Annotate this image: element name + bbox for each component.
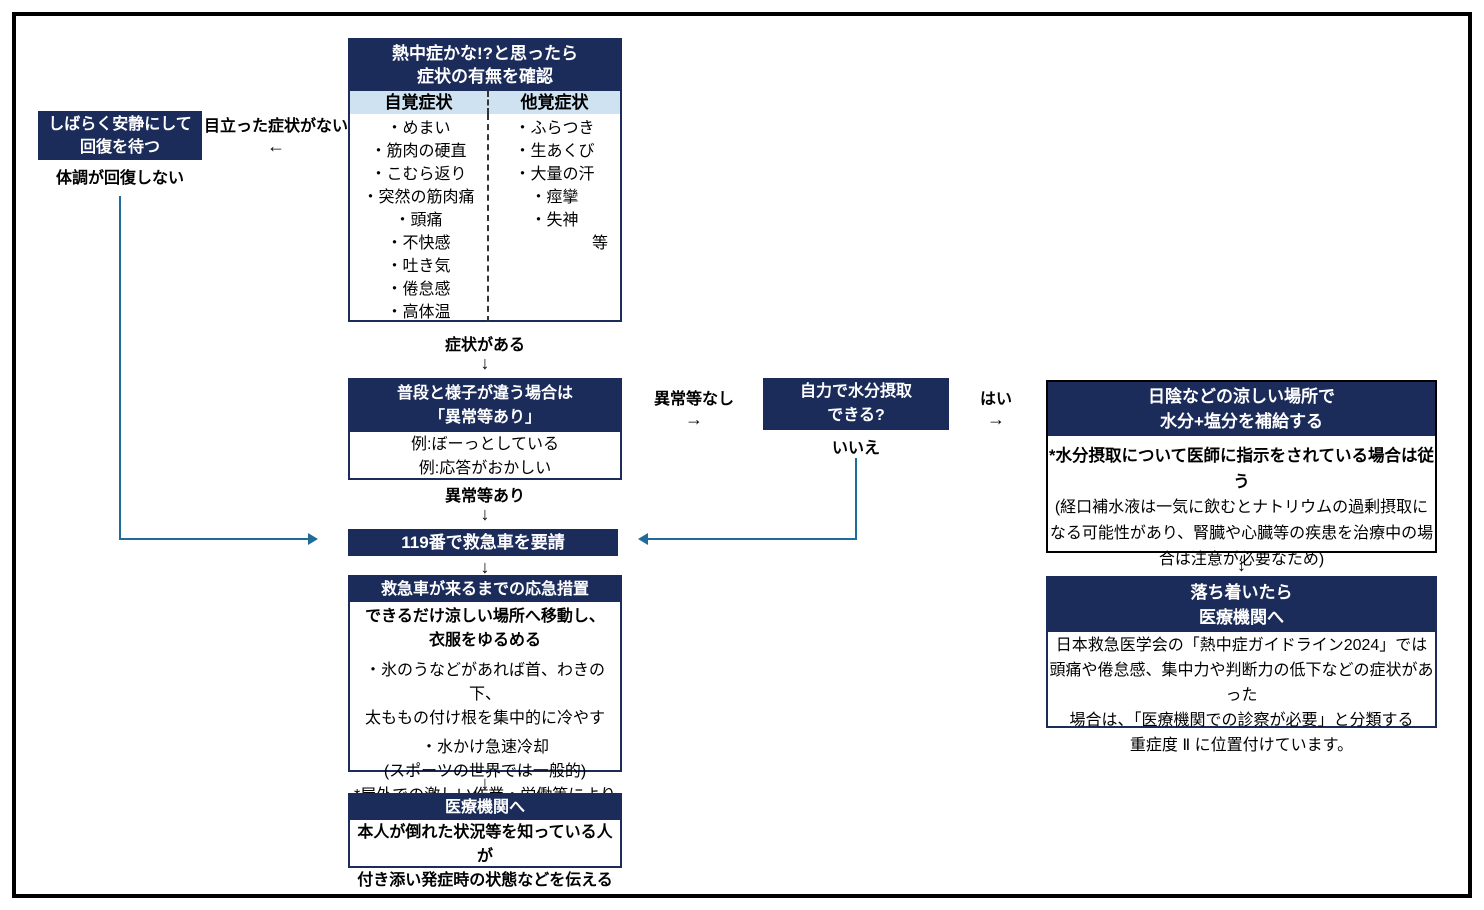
cool-place-body: *水分摂取について医師に指示をされている場合は従う (経口補水液は一気に飲むとナ… xyxy=(1048,436,1435,573)
flow-line-no-vertical xyxy=(855,458,857,540)
right-arrow-glyph-2: → xyxy=(987,409,1005,429)
symptom-item: ・めまい xyxy=(386,120,451,137)
cool-place-note-bold: *水分摂取について医師に指示をされている場合は従う xyxy=(1049,447,1434,491)
symptom-item: ・倦怠感 xyxy=(386,281,451,298)
rest-box-line2: 回復を待つ xyxy=(79,139,160,156)
flow-arrowhead-to-119-left xyxy=(308,533,318,545)
hospital-title: 医療機関へ xyxy=(444,799,525,816)
abnormal-check-box: 普段と様子が違う場合は 「異常等あり」 例:ぼーっとしている 例:応答がおかしい xyxy=(348,378,622,480)
symptom-check-title-line2: 症状の有無を確認 xyxy=(417,67,553,86)
rest-box-line1: しばらく安静にして xyxy=(48,116,192,133)
flow-arrowhead-to-119-right xyxy=(638,533,648,545)
right-arrow-glyph-1: → xyxy=(685,409,703,429)
hospital-body: 本人が倒れた状況等を知っている人が 付き添い発症時の状態などを伝える xyxy=(350,820,620,893)
first-aid-bold-line1: できるだけ涼しい場所へ移動し、 xyxy=(365,608,605,625)
abnormal-example2: 例:応答がおかしい xyxy=(418,460,552,477)
no-visible-symptoms-label: 目立った症状がない xyxy=(203,118,348,135)
abnormal-yes-label: 異常等あり xyxy=(444,488,525,505)
first-aid-title: 救急車が来るまでの応急措置 xyxy=(380,581,589,598)
first-aid-item: (スポーツの世界では一般的) xyxy=(383,763,587,780)
symptom-column-headers: 自覚症状 他覚症状 xyxy=(350,91,620,114)
symptom-item: ・不快感 xyxy=(386,235,451,252)
calm-body-line4: 重症度 Ⅱ に位置付けています。 xyxy=(1129,737,1354,754)
hydration-line1: 自力で水分摂取 xyxy=(799,383,912,400)
first-aid-item: 太ももの付け根を集中的に冷やす xyxy=(364,710,605,727)
flow-line-left-vertical xyxy=(119,196,121,539)
first-aid-header: 救急車が来るまでの応急措置 xyxy=(350,577,620,602)
abnormal-check-body: 例:ぼーっとしている 例:応答がおかしい xyxy=(350,432,620,481)
cool-place-box: 日陰などの涼しい場所で 水分+塩分を補給する *水分摂取について医師に指示をされ… xyxy=(1046,380,1437,568)
symptom-item: ・こむら返り xyxy=(370,166,467,183)
symptom-item: ・筋肉の硬直 xyxy=(370,143,467,160)
flow-line-left-horizontal xyxy=(119,538,309,540)
down-arrow-right: ↓ xyxy=(1237,555,1246,575)
call-119-label: 119番で救急車を要請 xyxy=(401,533,565,552)
hospital-box: 医療機関へ 本人が倒れた状況等を知っている人が 付き添い発症時の状態などを伝える xyxy=(348,793,622,889)
calm-title-line2: 医療機関へ xyxy=(1199,608,1284,627)
symptom-check-box: 熱中症かな!?と思ったら 症状の有無を確認 自覚症状 他覚症状 ・めまい ・筋肉… xyxy=(348,38,622,322)
down-arrow-1: ↓ xyxy=(480,353,490,373)
down-arrow-4: ↓ xyxy=(480,773,490,793)
not-recovering-label: 体調が回復しない xyxy=(55,170,184,187)
down-arrow-3: ↓ xyxy=(480,557,490,577)
hospital-line1: 本人が倒れた状況等を知っている人が xyxy=(357,824,613,865)
symptom-item: ・痙攣 xyxy=(530,189,579,206)
flow-line-no-horizontal xyxy=(648,538,857,540)
no-label: いいえ xyxy=(831,440,880,457)
first-aid-box: 救急車が来るまでの応急措置 できるだけ涼しい場所へ移動し、 衣服をゆるめる ・氷… xyxy=(348,575,622,804)
symptom-item: ・頭痛 xyxy=(394,212,443,229)
abnormal-example1: 例:ぼーっとしている xyxy=(411,436,559,453)
subjective-symptoms-header: 自覚症状 xyxy=(384,93,453,112)
calm-box: 落ち着いたら 医療機関へ 日本救急医学会の「熱中症ガイドライン2024」では 頭… xyxy=(1046,576,1437,754)
calm-header: 落ち着いたら 医療機関へ xyxy=(1048,578,1435,632)
symptom-item: ・生あくび xyxy=(514,143,595,160)
abnormal-title-line1: 普段と様子が違う場合は xyxy=(396,385,573,402)
hospital-line2: 付き添い発症時の状態などを伝える xyxy=(357,872,613,889)
calm-body-line1: 日本救急医学会の「熱中症ガイドライン2024」では xyxy=(1055,637,1428,654)
cool-place-note-line1: (経口補水液は一気に飲むとナトリウムの過剰摂取に xyxy=(1054,499,1429,516)
symptom-item: ・ふらつき xyxy=(514,120,595,137)
first-aid-bold-line2: 衣服をゆるめる xyxy=(428,632,541,649)
call-119-box: 119番で救急車を要請 xyxy=(348,529,618,556)
symptom-columns: ・めまい ・筋肉の硬直 ・こむら返り ・突然の筋肉痛 ・頭痛 ・不快感 ・吐き気… xyxy=(350,114,620,322)
symptoms-etc-label: 等 xyxy=(591,235,608,252)
symptom-item: ・吐き気 xyxy=(386,258,451,275)
yes-label: はい xyxy=(979,391,1012,408)
cool-place-header: 日陰などの涼しい場所で 水分+塩分を補給する xyxy=(1048,382,1435,436)
abnormal-check-header: 普段と様子が違う場合は 「異常等あり」 xyxy=(350,380,620,432)
calm-body: 日本救急医学会の「熱中症ガイドライン2024」では 頭痛や倦怠感、集中力や判断力… xyxy=(1048,632,1435,758)
page-border xyxy=(12,12,1472,898)
first-aid-item: ・氷のうなどがあれば首、わきの下、 xyxy=(364,662,605,703)
symptom-item: ・失神 xyxy=(530,212,579,229)
cool-place-note-line3: 合は注意が必要なため) xyxy=(1158,551,1325,568)
cool-place-note-line2: なる可能性があり、腎臓や心臓等の疾患を治療中の場 xyxy=(1049,525,1434,542)
hydration-question-box: 自力で水分摂取 できる? xyxy=(763,378,949,430)
hospital-header: 医療機関へ xyxy=(350,795,620,820)
calm-title-line1: 落ち着いたら xyxy=(1190,583,1293,602)
cool-place-title-line1: 日陰などの涼しい場所で xyxy=(1148,387,1335,406)
symptom-check-header: 熱中症かな!?と思ったら 症状の有無を確認 xyxy=(350,40,620,91)
cool-place-title-line2: 水分+塩分を補給する xyxy=(1160,412,1323,431)
objective-symptoms-header: 他覚症状 xyxy=(486,91,620,114)
down-arrow-2: ↓ xyxy=(480,504,490,524)
abnormal-title-line2: 「異常等あり」 xyxy=(428,409,541,426)
calm-body-line3: 場合は、「医療機関での診察が必要」と分類する xyxy=(1069,712,1414,729)
symptom-item: ・高体温 xyxy=(386,304,451,321)
symptom-check-title-line1: 熱中症かな!?と思ったら xyxy=(391,44,579,63)
symptom-item: ・大量の汗 xyxy=(514,166,595,183)
abnormal-no-label: 異常等なし xyxy=(653,391,734,408)
subjective-symptoms-list: ・めまい ・筋肉の硬直 ・こむら返り ・突然の筋肉痛 ・頭痛 ・不快感 ・吐き気… xyxy=(350,114,487,322)
hydration-line2: できる? xyxy=(827,407,885,424)
has-symptoms-label: 症状がある xyxy=(444,337,525,354)
calm-body-line2: 頭痛や倦怠感、集中力や判断力の低下などの症状があった xyxy=(1049,662,1434,704)
left-arrow-glyph: ← xyxy=(267,136,285,156)
symptom-item: ・突然の筋肉痛 xyxy=(362,189,475,206)
rest-box: しばらく安静にして 回復を待つ xyxy=(38,111,202,160)
first-aid-body: できるだけ涼しい場所へ移動し、 衣服をゆるめる ・氷のうなどがあれば首、わきの下… xyxy=(350,602,620,808)
first-aid-item: ・水かけ急速冷却 xyxy=(420,739,549,756)
objective-symptoms-list: ・ふらつき ・生あくび ・大量の汗 ・痙攣 ・失神 等 xyxy=(486,114,620,322)
